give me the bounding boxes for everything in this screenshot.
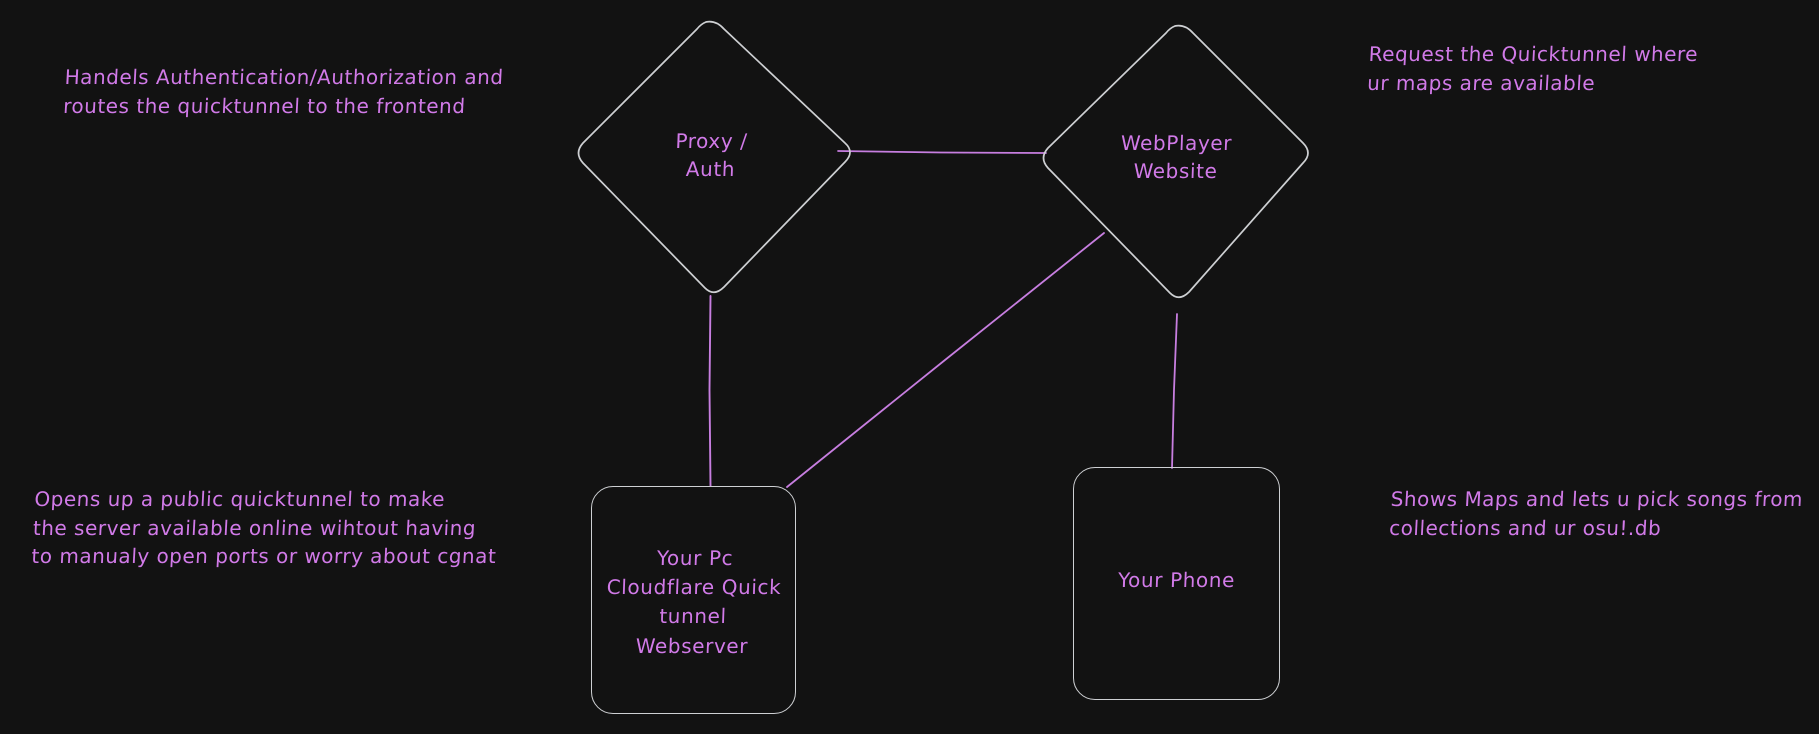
node-label-your-pc: Your Pc Cloudflare Quick tunnel Webserve… — [606, 546, 782, 658]
annotation-webplayer-note: Request the Quicktunnel where ur maps ar… — [1366, 42, 1699, 95]
edge-webplayer-to-your-pc — [786, 232, 1105, 488]
annotation-proxy-auth-note: Handels Authentication/Authorization and… — [62, 65, 505, 118]
annotation-your-phone-note: Shows Maps and lets u pick songs from co… — [1388, 487, 1804, 540]
edge-proxy-to-your-pc — [708, 295, 712, 487]
node-label-webplayer-website: WebPlayer Website — [1120, 131, 1233, 183]
node-label-your-phone: Your Phone — [1117, 568, 1236, 592]
edge-webplayer-to-your-phone — [1171, 313, 1178, 469]
node-your-pc[interactable]: Your Pc Cloudflare Quick tunnel Webserve… — [591, 486, 796, 714]
node-label-proxy-auth: Proxy / Auth — [675, 129, 748, 181]
node-your-phone[interactable]: Your Phone — [1073, 467, 1280, 700]
annotation-your-pc-note: Opens up a public quicktunnel to make th… — [30, 487, 497, 569]
edge-proxy-to-webplayer — [837, 150, 1047, 154]
